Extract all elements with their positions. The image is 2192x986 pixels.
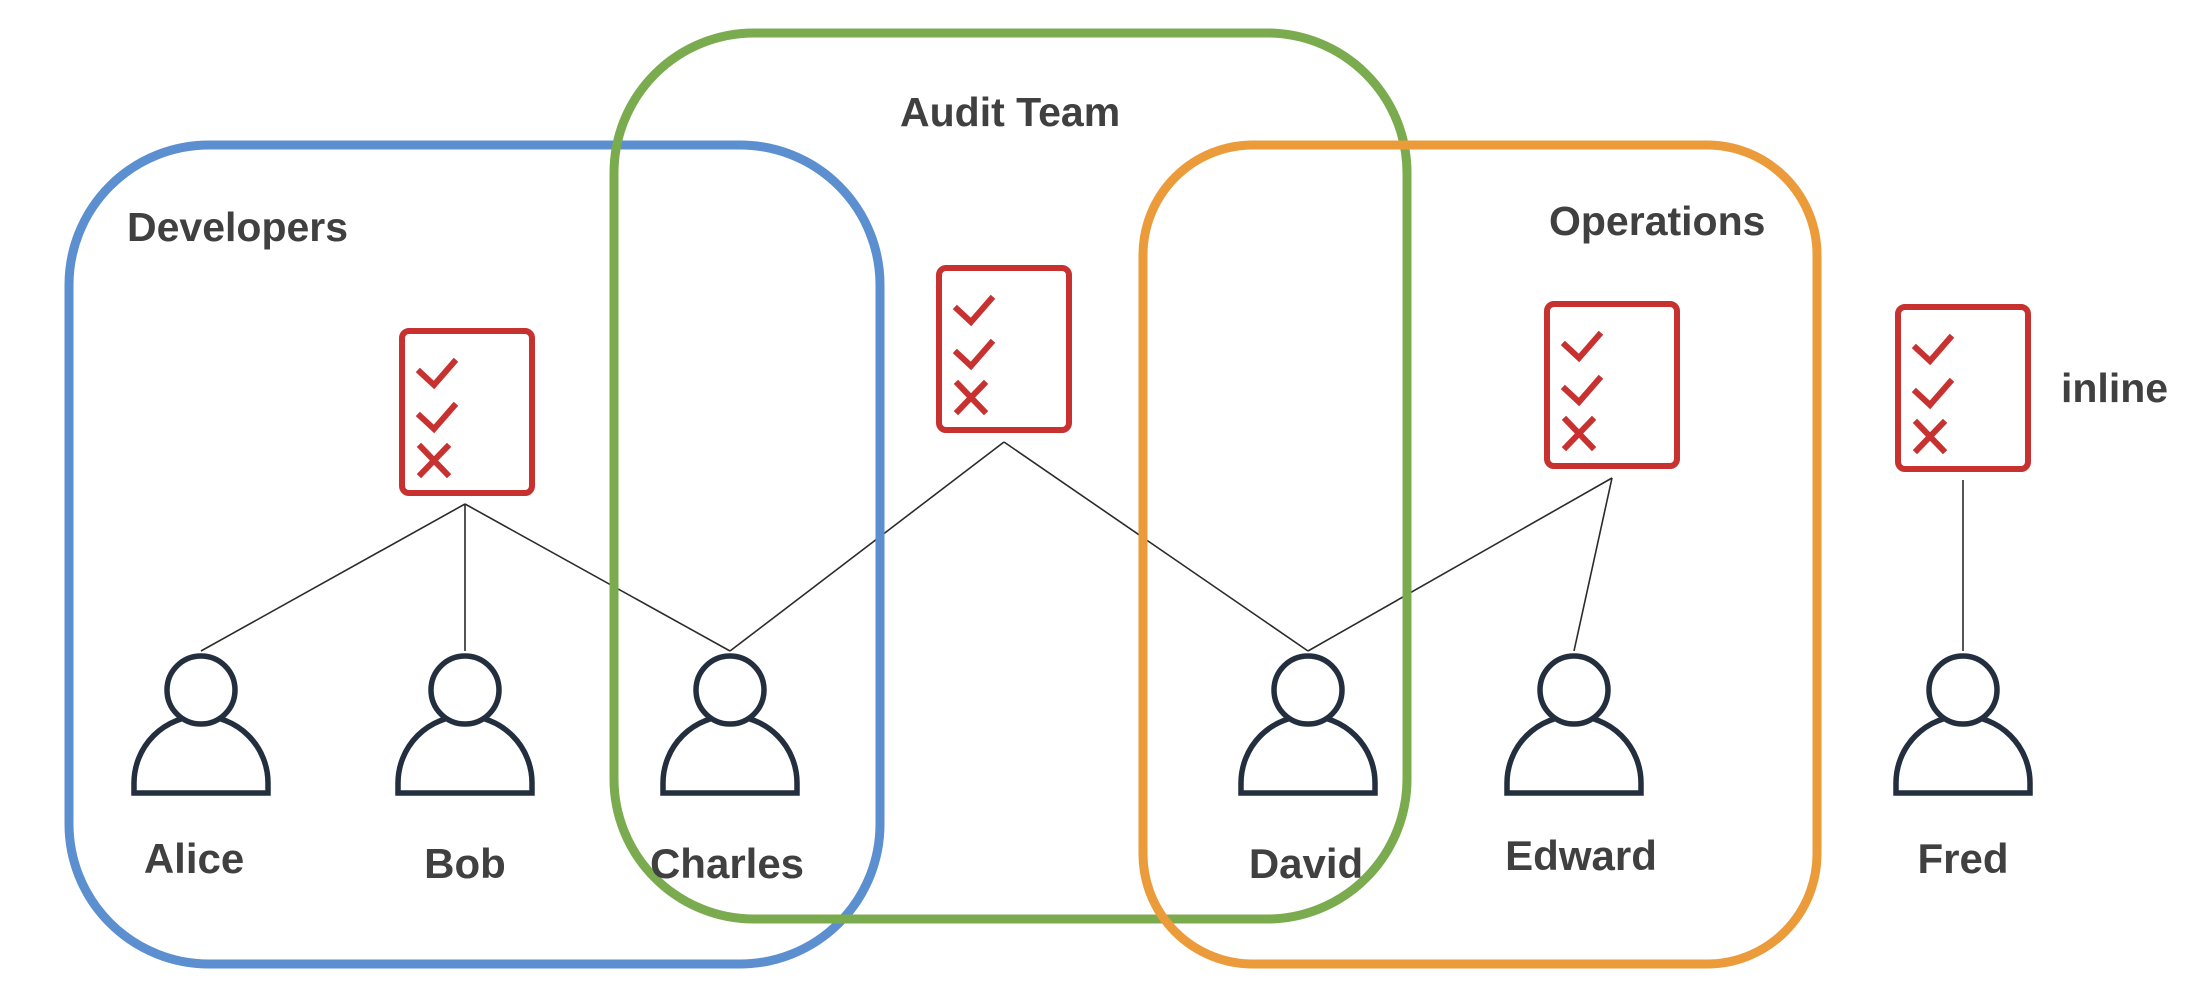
user-icon [1893,653,2033,796]
inline-policy-label: inline [2061,365,2168,411]
user-alice: Alice [131,653,271,882]
user-name-bob: Bob [424,840,506,887]
checklist-policy-icon [936,265,1072,433]
checklist-policy-icon [1544,301,1680,469]
checklist-policy-icon [399,328,535,496]
connector-developers-alice [200,503,466,652]
connector-operations-david [1307,477,1613,652]
user-name-fred: Fred [1917,835,2008,882]
user-name-alice: Alice [144,835,244,882]
group-box-developers [64,140,885,969]
group-box-audit-team [609,28,1412,924]
group-label-operations: Operations [1549,198,1765,244]
user-bob: Bob [395,653,535,887]
user-icon [1504,653,1644,796]
connector-audit-charles [729,441,1005,652]
connector-developers-charles [464,503,731,652]
user-charles: Charles [650,653,804,887]
user-fred: Fred [1893,653,2033,882]
user-name-david: David [1249,840,1363,887]
user-icon [395,653,535,796]
connector-audit-david [1003,441,1309,652]
group-box-operations [1138,140,1822,969]
group-label-audit-team: Audit Team [900,89,1120,135]
user-icon [131,653,271,796]
group-label-developers: Developers [127,204,348,250]
checklist-policy-icon [1895,304,2031,472]
user-name-charles: Charles [650,840,804,887]
policy-connectors [200,441,1964,652]
user-icon [660,653,800,796]
user-edward: Edward [1504,653,1657,879]
user-name-edward: Edward [1505,832,1657,879]
user-icon [1238,653,1378,796]
connector-operations-edward [1573,477,1613,652]
user-david: David [1238,653,1378,887]
